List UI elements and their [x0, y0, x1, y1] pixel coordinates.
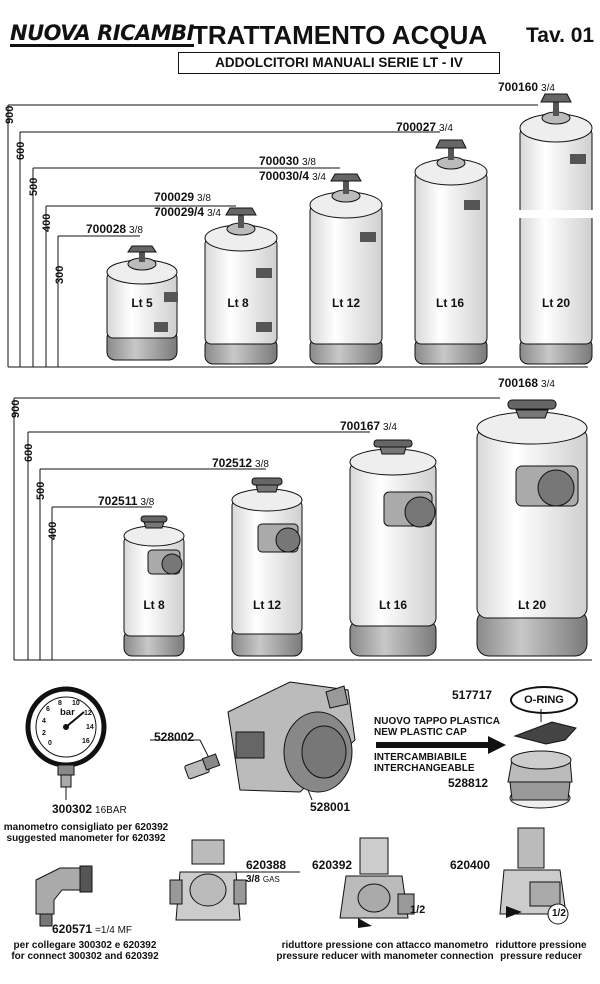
- tank-top-lt8: [204, 207, 278, 365]
- tank-bottom-lt8: [123, 515, 185, 657]
- top-height-300: 300: [54, 265, 66, 284]
- tank-bottom-lt16: [349, 439, 437, 657]
- bottom-dimension-lines: [13, 397, 592, 661]
- page-title: TRATTAMENTO ACQUA: [192, 20, 488, 50]
- top-tank-label-lt5: Lt 5: [131, 296, 153, 310]
- gauge-number-10: 10: [72, 700, 80, 707]
- cap-note-l3: INTERCAMBIABILE: [374, 752, 467, 763]
- top-height-600: 600: [15, 141, 27, 160]
- tank-top-lt16: [414, 139, 488, 365]
- code-528812: 528812: [448, 776, 489, 790]
- plate-number: Tav. 01: [526, 24, 595, 47]
- bottom-height-900: 900: [10, 399, 22, 418]
- top-tank-label-lt16: Lt 16: [435, 296, 464, 310]
- top-dimension-lines: [7, 104, 588, 368]
- reducer-620400-drawing: [499, 827, 569, 925]
- port-620392: 1/2: [410, 904, 426, 916]
- page-subtitle: ADDOLCITORI MANUALI SERIE LT - IV: [178, 52, 500, 74]
- gauge-number-0: 0: [48, 740, 52, 747]
- code-620400: 620400: [450, 858, 491, 872]
- gauge-number-14: 14: [86, 724, 94, 731]
- tank-bottom-lt12: [231, 477, 303, 657]
- tank-top-lt12: [309, 173, 383, 365]
- valve-head-528001-drawing: [227, 681, 356, 801]
- tank-top-lt5: [106, 245, 178, 361]
- tank-top-lt20: [515, 93, 597, 365]
- o-ring-badge: O-RING: [510, 686, 578, 714]
- fitting-528002-drawing: [150, 739, 221, 780]
- code-517717: 517717: [452, 688, 493, 702]
- reducer-620392-note: riduttore pressione con attacco manometr…: [276, 940, 494, 962]
- top-tank-label-lt20: Lt 20: [541, 296, 570, 310]
- tank-bottom-lt20: [476, 399, 588, 657]
- code-620571: 620571=1/4 MF: [52, 922, 133, 936]
- brand-logo: NUOVA RICAMBI: [10, 21, 195, 47]
- arrow-icon: [376, 736, 506, 754]
- gauge-number-12: 12: [84, 710, 92, 717]
- code-620392: 620392: [312, 858, 353, 872]
- gauge-number-16: 16: [82, 738, 90, 745]
- reducer-620392-drawing: [339, 837, 415, 928]
- bottom-height-600: 600: [23, 443, 35, 462]
- code-528002: 528002: [154, 730, 195, 744]
- manometer-drawing: [25, 686, 107, 800]
- top-height-500: 500: [28, 177, 40, 196]
- cap-note-l1: NUOVO TAPPO PLASTICA: [374, 716, 500, 727]
- bottom-height-400: 400: [47, 521, 59, 540]
- elbow-620571-drawing: [35, 865, 93, 927]
- bottom-tank-label-lt12: Lt 12: [252, 598, 281, 612]
- code-528001: 528001: [310, 800, 351, 814]
- port-620400: 1/2: [552, 908, 566, 919]
- top-height-900: 900: [4, 105, 16, 124]
- gauge-number-4: 4: [42, 718, 46, 725]
- reducer-620388-drawing: [169, 839, 300, 921]
- top-tank-label-lt8: Lt 8: [227, 296, 249, 310]
- top-height-400: 400: [41, 213, 53, 232]
- gauge-number-6: 6: [46, 706, 50, 713]
- plastic-cap-528812-drawing: [507, 709, 577, 809]
- code-620388: 620388: [246, 858, 287, 872]
- gauge-number-8: 8: [58, 700, 62, 707]
- bottom-tank-label-lt16: Lt 16: [378, 598, 407, 612]
- bottom-tank-label-lt20: Lt 20: [517, 598, 546, 612]
- cap-note-l4: INTERCHANGEABLE: [374, 763, 475, 774]
- gauge-number-2: 2: [42, 730, 46, 737]
- bottom-height-500: 500: [35, 481, 47, 500]
- gauge-unit: bar: [60, 707, 75, 718]
- cap-note-l2: NEW PLASTIC CAP: [374, 727, 467, 738]
- top-tank-label-lt12: Lt 12: [331, 296, 360, 310]
- bottom-tank-label-lt8: Lt 8: [143, 598, 165, 612]
